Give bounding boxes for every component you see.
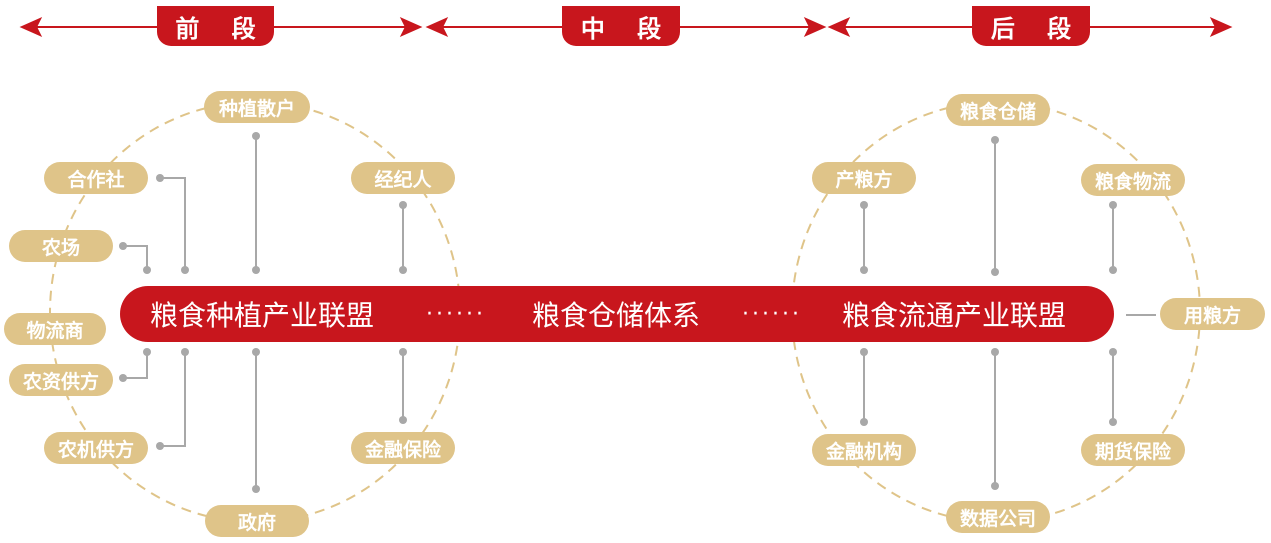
node-data-company: 数据公司 [946,501,1050,533]
node-grain-user: 用粮方 [1160,298,1265,330]
node-futures-insurance: 期货保险 [1081,434,1185,466]
connectors [123,136,1156,489]
alliance-bar [120,286,1114,342]
stage-tab-back: 后 段 [972,6,1090,46]
node-grain-logistics: 粮食物流 [1081,164,1185,196]
node-broker: 经纪人 [351,162,455,194]
bar-label-storage-system: 粮食仓储体系 [532,299,701,332]
bar-label-circulation-alliance: 粮食流通产业联盟 [842,299,1067,332]
node-farm: 农场 [9,230,113,262]
bar-separator-right: ······ [742,301,802,327]
node-grain-producer: 产粮方 [812,162,916,194]
node-cooperative: 合作社 [44,162,148,194]
node-financial-institution: 金融机构 [812,434,916,466]
node-logistics-provider: 物流商 [4,313,106,345]
stage-tab-front: 前 段 [157,6,274,46]
stage-tab-middle: 中 段 [562,6,680,46]
bar-separator-left: ······ [426,301,486,327]
connector-dots [119,132,1117,493]
node-planting-households: 种植散户 [204,91,310,123]
node-machinery-supplier: 农机供方 [44,432,148,464]
node-finance-insurance: 金融保险 [351,432,455,464]
node-grain-storage: 粮食仓储 [946,94,1050,126]
node-agri-supplies: 农资供方 [9,364,113,396]
node-government: 政府 [205,505,309,537]
bar-label-planting-alliance: 粮食种植产业联盟 [150,299,375,332]
